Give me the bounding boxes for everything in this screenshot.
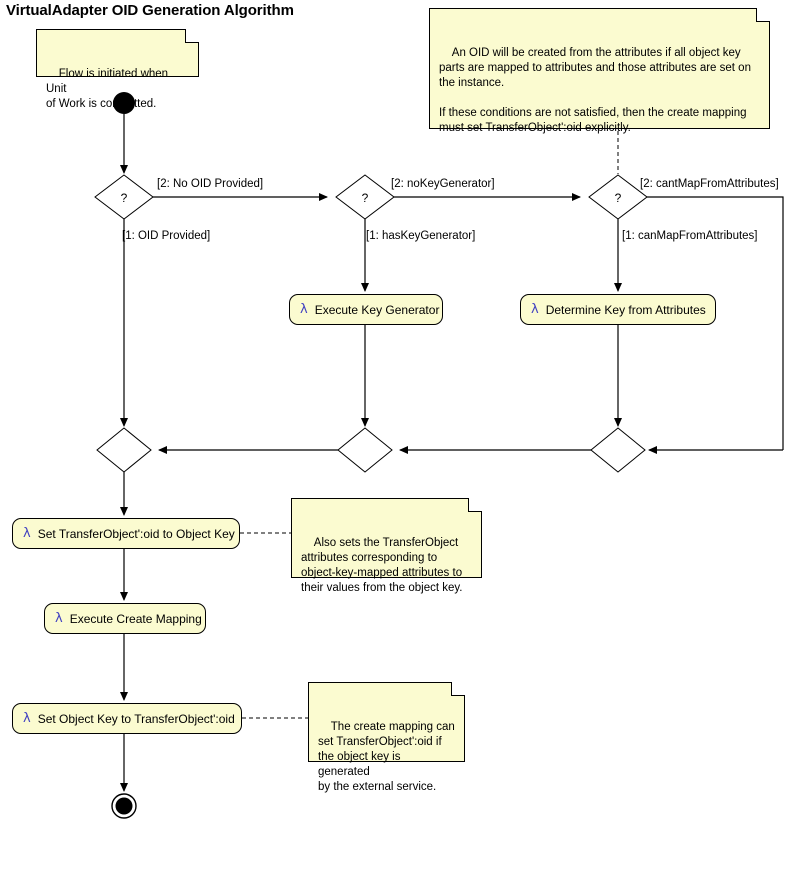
- note-fold-icon: [185, 29, 199, 43]
- note-create-mapping-text: The create mapping can set TransferObjec…: [318, 721, 455, 793]
- final-node: [111, 793, 137, 819]
- action-execute-create-mapping[interactable]: λ Execute Create Mapping: [44, 603, 206, 634]
- note-start-text: Flow is initiated when Unit of Work is c…: [46, 68, 169, 110]
- decision-key-generator-label: ?: [361, 191, 369, 205]
- merge-node-1-shape: [96, 427, 152, 473]
- merge-node-3-shape: [590, 427, 646, 473]
- action-set-object-key-label: Set Object Key to TransferObject':oid: [37, 711, 235, 726]
- guard-cant-map-from-attributes: [2: cantMapFromAttributes]: [640, 178, 779, 190]
- note-create-mapping: The create mapping can set TransferObjec…: [308, 682, 465, 793]
- edge-decision3-rightrail: [647, 196, 784, 450]
- lambda-icon: λ: [23, 711, 31, 726]
- guard-has-key-generator: [1: hasKeyGenerator]: [366, 230, 476, 242]
- guard-can-map-from-attributes: [1: canMapFromAttributes]: [622, 230, 758, 242]
- lambda-icon: λ: [531, 302, 539, 317]
- guard-no-key-generator: [2: noKeyGenerator]: [391, 178, 495, 190]
- note-oid-attributes-text: An OID will be created from the attribut…: [439, 47, 751, 134]
- action-set-object-key[interactable]: λ Set Object Key to TransferObject':oid: [12, 703, 242, 734]
- note-fold-icon: [756, 8, 770, 22]
- lambda-icon: λ: [23, 526, 31, 541]
- note-also-sets-text: Also sets the TransferObject attributes …: [301, 537, 463, 594]
- action-execute-create-mapping-label: Execute Create Mapping: [69, 611, 202, 626]
- lambda-icon: λ: [300, 302, 308, 317]
- action-set-transferobject-oid-label: Set TransferObject':oid to Object Key: [37, 526, 235, 541]
- decision-oid-provided-label: ?: [120, 191, 128, 205]
- note-oid-attributes: An OID will be created from the attribut…: [429, 8, 770, 134]
- action-execute-key-generator-label: Execute Key Generator: [314, 302, 440, 317]
- lambda-icon: λ: [55, 611, 63, 626]
- guard-oid-provided: [1: OID Provided]: [122, 230, 211, 242]
- action-execute-key-generator[interactable]: λ Execute Key Generator: [289, 294, 443, 325]
- initial-node: [113, 92, 135, 114]
- page-title: VirtualAdapter OID Generation Algorithm: [6, 2, 294, 19]
- action-determine-key-from-attributes[interactable]: λ Determine Key from Attributes: [520, 294, 716, 325]
- note-fold-icon: [468, 498, 482, 512]
- action-set-transferobject-oid[interactable]: λ Set TransferObject':oid to Object Key: [12, 518, 240, 549]
- note-also-sets: Also sets the TransferObject attributes …: [291, 498, 482, 594]
- note-start: Flow is initiated when Unit of Work is c…: [36, 29, 199, 110]
- merge-node-2-shape: [337, 427, 393, 473]
- action-determine-key-from-attributes-label: Determine Key from Attributes: [545, 302, 706, 317]
- note-fold-icon: [451, 682, 465, 696]
- guard-no-oid-provided: [2: No OID Provided]: [157, 178, 264, 190]
- decision-map-from-attributes-label: ?: [614, 191, 622, 205]
